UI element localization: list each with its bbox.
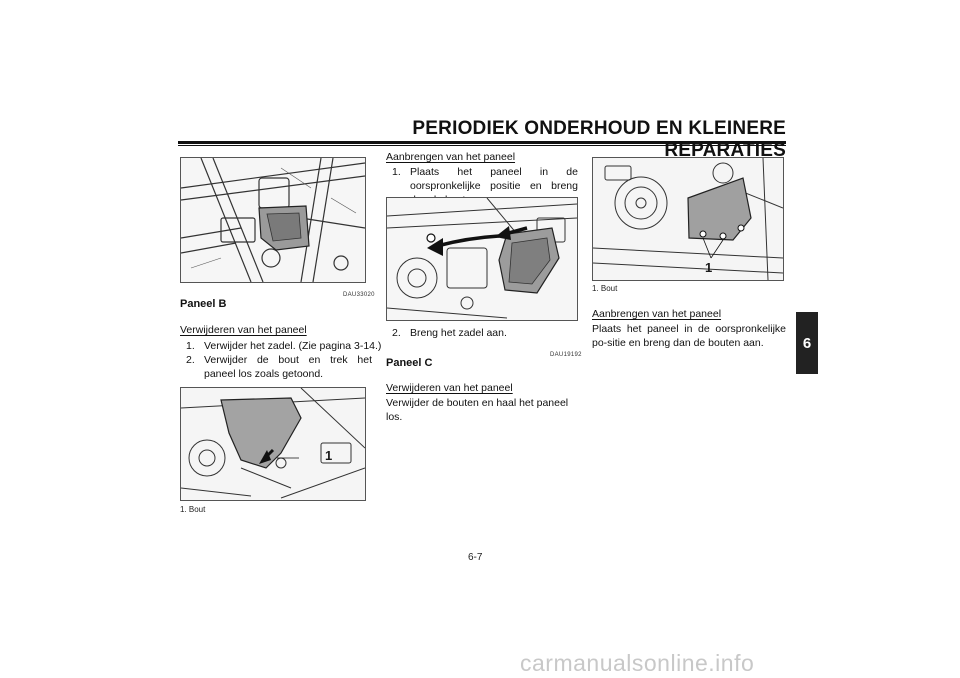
section-heading: Paneel C [386,357,433,369]
header-rule-thin [178,145,786,146]
figure-panel-b-seat [180,157,366,283]
list-number: 2. [186,354,195,366]
chapter-tab[interactable]: 6 [796,312,818,374]
subsection-heading: Aanbrengen van het paneel [386,151,516,163]
doc-code: DAU19192 [550,352,582,358]
list-item: 1. Verwijder het zadel. (Zie pagina 3-14… [186,339,381,353]
paragraph: Plaats het paneel in de oorspronkelijke … [592,323,786,349]
doc-code: DAU33020 [343,292,375,298]
list-text: Verwijder het zadel. (Zie pagina 3-14.) [204,340,382,352]
list-number: 1. [186,340,195,352]
figure-caption: 1. Bout [592,284,618,293]
list-item: 2. Breng het zadel aan. [392,326,580,340]
page-number: 6-7 [468,552,483,563]
list-text: Verwijder de bout en trek het paneel los… [204,354,372,380]
figure-callout-label: 1 [325,448,333,463]
list-number: 2. [392,327,401,339]
header-rule [178,141,786,144]
list-item: 2. Verwijder de bout en trek het paneel … [186,353,372,381]
list-item: 1. Plaats het paneel in de oorspronkelij… [392,165,580,206]
figure-panel-install [386,197,578,321]
list-number: 1. [392,166,401,178]
figure-panel-c-bolts: 1 [592,157,784,281]
section-heading: Paneel B [180,298,227,310]
figure-callout-label: 1 [705,260,713,275]
page-title: PERIODIEK ONDERHOUD EN KLEINERE REPARATI… [412,118,786,161]
subsection-heading: Aanbrengen van het paneel [592,308,722,320]
subsection-heading: Verwijderen van het paneel [386,382,513,394]
paragraph: Verwijder de bouten en haal het paneel l… [386,397,569,423]
figure-caption: 1. Bout [180,505,206,514]
list-text: Breng het zadel aan. [410,327,507,339]
subsection-heading: Verwijderen van het paneel [180,324,307,336]
figure-panel-b-bolt: 1 [180,387,366,501]
watermark[interactable]: carmanualsonline.info [520,650,755,676]
